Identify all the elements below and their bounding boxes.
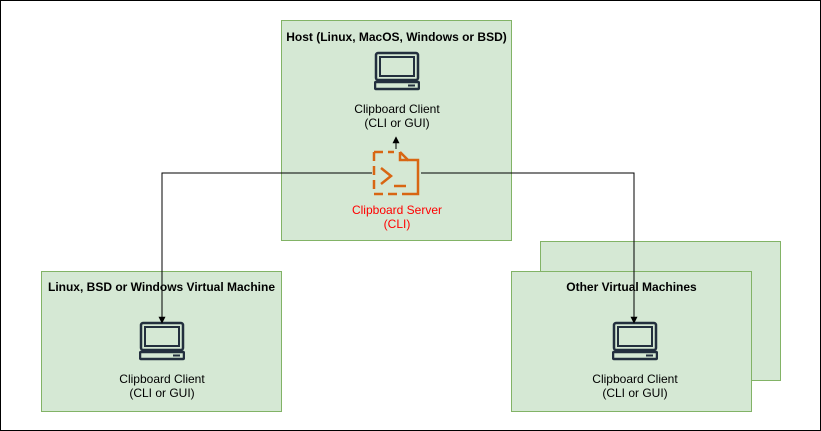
server-label-line2: (CLI): [383, 217, 411, 231]
server-label-line1: Clipboard Server: [351, 203, 443, 217]
vm-right-client-label: Clipboard Client (CLI or GUI): [575, 372, 695, 400]
computer-monitor-icon: [374, 51, 420, 91]
host-title: Host (Linux, MacOS, Windows or BSD): [286, 30, 507, 44]
vm-right-client-label-line2: (CLI or GUI): [602, 386, 668, 400]
vm-right-title: Other Virtual Machines: [566, 280, 697, 294]
vm-left-client-label-line1: Clipboard Client: [119, 372, 205, 386]
vm-left-client-label-line2: (CLI or GUI): [129, 386, 195, 400]
vm-right-box: Other Virtual Machines: [511, 271, 752, 412]
computer-monitor-icon: [139, 321, 185, 361]
vm-left-client-label: Clipboard Client (CLI or GUI): [102, 372, 222, 400]
computer-monitor-icon: [612, 321, 658, 361]
edge-server-to-vm-left-client: [158, 172, 372, 324]
host-client-label-line1: Clipboard Client: [354, 102, 440, 116]
vm-right-client-label-line1: Clipboard Client: [592, 372, 678, 386]
host-client-label-line2: (CLI or GUI): [364, 116, 430, 130]
host-client-label: Clipboard Client (CLI or GUI): [337, 102, 457, 130]
edge-server-to-vm-right-client: [421, 172, 638, 324]
server-label: Clipboard Server (CLI): [337, 203, 457, 231]
terminal-server-icon: [372, 150, 420, 196]
